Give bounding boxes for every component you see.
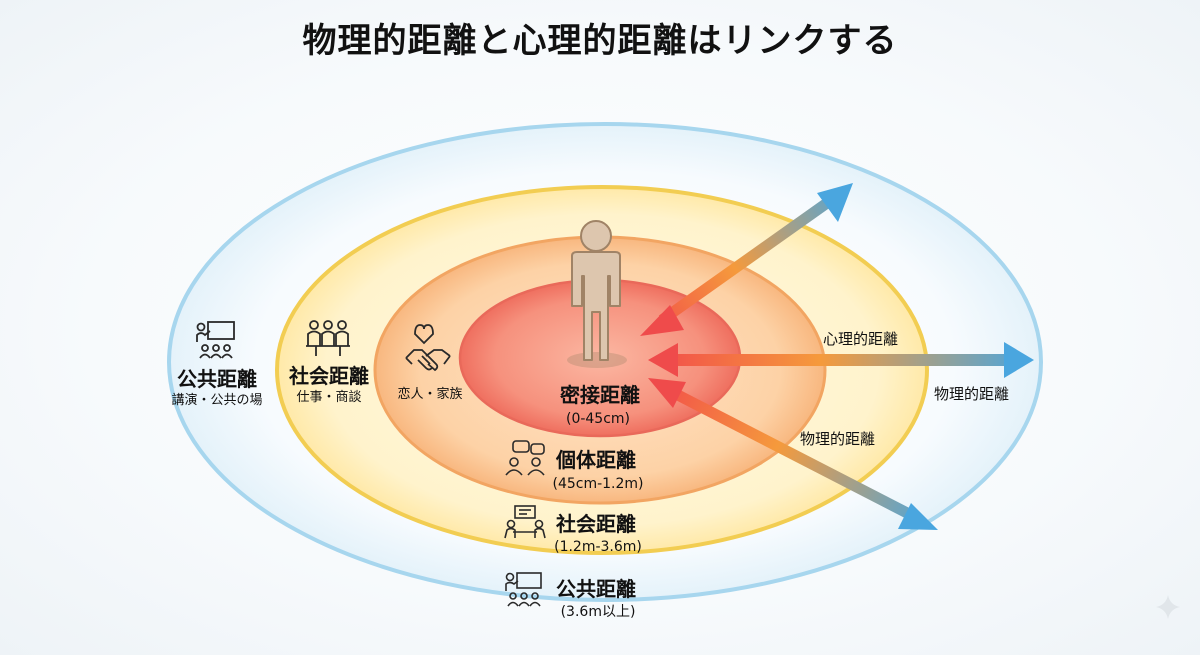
side-social-name: 社会距離 (289, 364, 369, 388)
arrow-label-physical-diagonal: 物理的距離 (800, 430, 876, 448)
personal-distance-name: 個体距離 (556, 448, 636, 472)
handshake-heart-icon (405, 324, 451, 372)
arrow-psychological-distance (640, 183, 853, 336)
public-distance-name: 公共距離 (556, 577, 636, 601)
presentation-icon (196, 321, 235, 359)
meeting-table-icon (504, 505, 546, 539)
personal-distance-range: (45cm-1.2m) (552, 476, 644, 492)
intimate-distance-range: (0-45cm) (565, 411, 631, 427)
conversation-icon (505, 440, 545, 476)
side-personal-desc: 恋人・家族 (397, 387, 463, 402)
meeting-icon (306, 320, 350, 356)
page-title: 物理的距離と心理的距離はリンクする (302, 21, 898, 61)
arrow-label-psychological: 心理的距離 (823, 330, 899, 348)
side-public-desc: 講演・公共の場 (171, 393, 263, 408)
person-figure (567, 220, 627, 368)
social-distance-name: 社会距離 (556, 512, 636, 536)
audience-presentation-icon (505, 572, 542, 607)
arrow-physical-distance-horizontal (648, 342, 1034, 378)
arrow-physical-distance-diagonal (648, 378, 938, 530)
sparkle-icon (1156, 595, 1180, 619)
side-public-name: 公共距離 (177, 367, 257, 391)
side-social-desc: 仕事・商談 (296, 390, 362, 405)
public-distance-range: (3.6m以上) (560, 604, 636, 620)
intimate-distance-name: 密接距離 (560, 383, 640, 407)
social-distance-range: (1.2m-3.6m) (554, 539, 642, 555)
arrow-label-physical-horizontal: 物理的距離 (934, 385, 1010, 403)
